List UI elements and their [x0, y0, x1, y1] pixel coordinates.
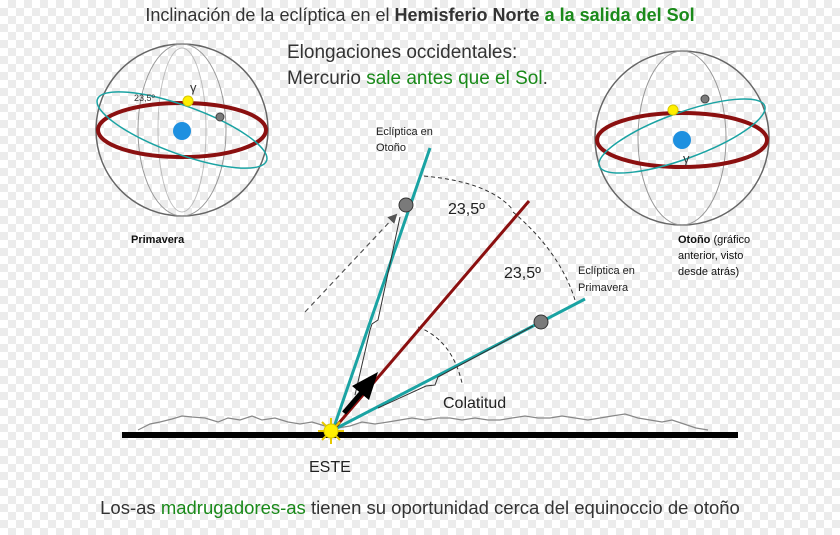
right-sphere-caption-1: Otoño (gráfico — [678, 234, 750, 246]
colatitude-label: Colatitud — [443, 395, 506, 412]
left-sun — [182, 95, 194, 107]
angle-label-lower: 23,5º — [504, 265, 541, 282]
elongation-line-1: Elongaciones occidentales: — [287, 42, 518, 63]
arc-lower — [512, 211, 576, 301]
elongation-rises-before: sale antes que el Sol — [366, 68, 543, 89]
right-planet — [700, 94, 710, 104]
right-gamma-label: γ — [683, 151, 690, 166]
right-sphere: γ — [594, 50, 770, 226]
ecliptic-spring-label-1: Eclíptica en — [578, 265, 635, 277]
ecliptic-autumn-line — [331, 147, 432, 431]
left-sphere: 23,5º γ — [95, 43, 269, 217]
footer-note: Los-as madrugadores-as tienen su oportun… — [0, 497, 840, 519]
arc-upper — [423, 175, 514, 211]
left-equator — [96, 101, 268, 159]
ecliptic-autumn-label-1: Eclíptica en — [376, 126, 433, 138]
right-earth — [673, 131, 691, 149]
planet-spring — [533, 314, 549, 330]
footer-early-risers: madrugadores-as — [160, 497, 306, 518]
ecliptic-spring-label-2: Primavera — [578, 282, 629, 294]
right-sun — [667, 104, 679, 116]
elongation-period: . — [542, 68, 548, 89]
east-label: ESTE — [309, 459, 351, 476]
elongation-note: Elongaciones occidentales: Mercurio sale… — [287, 40, 548, 92]
motion-arrow-shaft — [342, 389, 365, 415]
left-sphere-meridian-2 — [157, 47, 207, 213]
diagram-title: Inclinación de la eclíptica en el Hemisf… — [0, 5, 840, 26]
angle-label-upper: 23,5º — [448, 201, 485, 218]
right-sphere-meridian — [637, 50, 727, 226]
brace-spring — [377, 325, 534, 409]
right-sphere-caption-2: anterior, visto — [678, 250, 743, 262]
arc-colatitude — [417, 326, 463, 384]
ecliptic-autumn-label-2: Otoño — [376, 142, 406, 154]
right-equator — [595, 111, 769, 169]
title-sunrise: a la salida del Sol — [539, 5, 695, 25]
horizon-mountains — [137, 413, 709, 431]
sun-east — [318, 418, 344, 444]
left-angle-label: 23,5º — [134, 93, 156, 103]
footer-part-3: tienen su oportunidad cerca del equinocc… — [305, 497, 740, 518]
motion-arrow-head — [352, 372, 378, 400]
title-part-1: Inclinación de la eclíptica en el — [145, 5, 395, 25]
left-gamma-label: γ — [190, 80, 197, 95]
planet-autumn — [398, 197, 414, 213]
dashed-motion-arrow — [304, 213, 398, 313]
left-sphere-caption: Primavera — [131, 234, 185, 246]
right-sphere-caption-3: desde atrás) — [678, 266, 739, 278]
left-sphere-meridian — [137, 43, 227, 217]
left-planet — [215, 112, 225, 122]
brace-autumn — [354, 216, 401, 396]
footer-part-1: Los-as — [100, 497, 161, 518]
title-hemisphere: Hemisferio Norte — [394, 5, 540, 25]
left-earth — [173, 122, 191, 140]
elongation-mercury: Mercurio — [287, 68, 367, 89]
elongation-line-2: Mercurio sale antes que el Sol. — [287, 66, 548, 92]
left-ecliptic — [96, 91, 268, 169]
